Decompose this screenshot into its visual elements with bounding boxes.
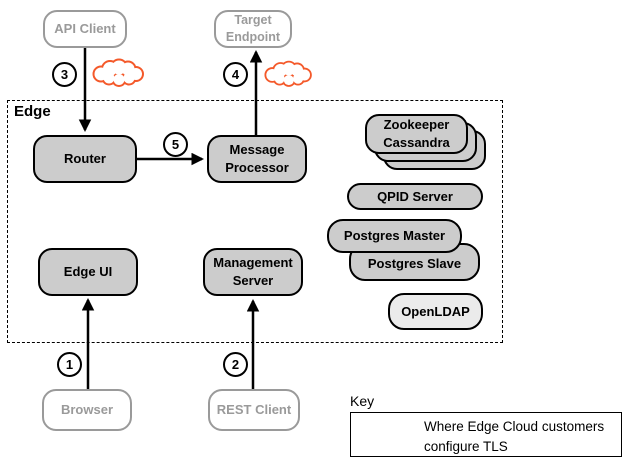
node-rest-client: REST Client (208, 389, 300, 431)
tls-cloud-icon (264, 60, 312, 87)
node-postgres-master: Postgres Master (327, 219, 462, 253)
node-label: Router (64, 151, 106, 167)
step-1-badge: 1 (57, 352, 82, 377)
node-qpid-server: QPID Server (347, 183, 483, 210)
node-openldap: OpenLDAP (388, 293, 483, 330)
step-4-badge: 4 (223, 62, 248, 87)
tls-cloud-icon (92, 58, 144, 87)
edge-group-label: Edge (14, 103, 51, 120)
node-label: Message Processor (225, 142, 289, 175)
node-label: Postgres Master (343, 228, 446, 244)
step-number: 1 (65, 357, 74, 372)
node-browser: Browser (42, 389, 132, 431)
step-number: 2 (231, 357, 240, 372)
key-title: Key (350, 393, 375, 409)
node-label: REST Client (216, 402, 292, 418)
node-label: OpenLDAP (401, 303, 470, 319)
step-2-badge: 2 (223, 352, 248, 377)
node-label: Postgres Slave (367, 256, 462, 272)
node-label: QPID Server (377, 188, 453, 204)
key-legend-box (350, 412, 622, 457)
node-target-endpoint: Target Endpoint (214, 10, 292, 48)
node-label: Browser (60, 402, 114, 418)
node-management-server: Management Server (203, 248, 303, 296)
node-api-client: API Client (43, 10, 127, 48)
step-number: 3 (60, 67, 69, 82)
node-edge-ui: Edge UI (38, 248, 138, 296)
key-description: Where Edge Cloud customers configure TLS (424, 419, 605, 454)
node-label: Edge UI (63, 264, 113, 280)
step-5-badge: 5 (163, 132, 188, 157)
step-number: 4 (231, 67, 240, 82)
node-message-processor: Message Processor (207, 135, 307, 183)
node-label: Target Endpoint (225, 13, 281, 44)
step-3-badge: 3 (52, 62, 77, 87)
node-zookeeper-cassandra: Zookeeper Cassandra (365, 114, 468, 154)
node-router: Router (33, 135, 137, 183)
step-number: 5 (171, 137, 180, 152)
node-label: Management Server (213, 255, 293, 288)
node-label: API Client (54, 21, 116, 37)
node-label: Zookeeper Cassandra (383, 117, 450, 150)
